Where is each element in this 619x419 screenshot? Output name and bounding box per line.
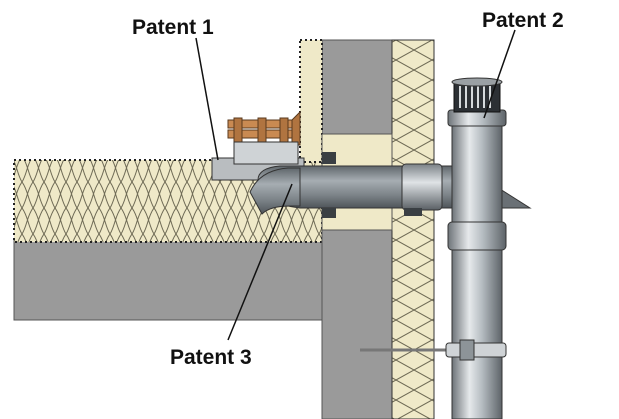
label-patent-1: Patent 1 <box>132 16 214 39</box>
roof-slab <box>13 239 323 321</box>
wooden-support <box>227 110 301 149</box>
leader-patent-2 <box>483 29 516 119</box>
wall-insulation <box>391 39 435 419</box>
label-patent-2: Patent 2 <box>482 9 564 32</box>
horizontal-flue-pipe <box>249 152 532 218</box>
leader-patent-3 <box>227 183 293 341</box>
vertical-flue-pipe <box>447 77 507 419</box>
label-patent-3: Patent 3 <box>170 346 252 369</box>
parapet-insulation <box>299 39 323 163</box>
wall-bracket <box>360 339 507 361</box>
leader-patent-1 <box>195 37 219 161</box>
